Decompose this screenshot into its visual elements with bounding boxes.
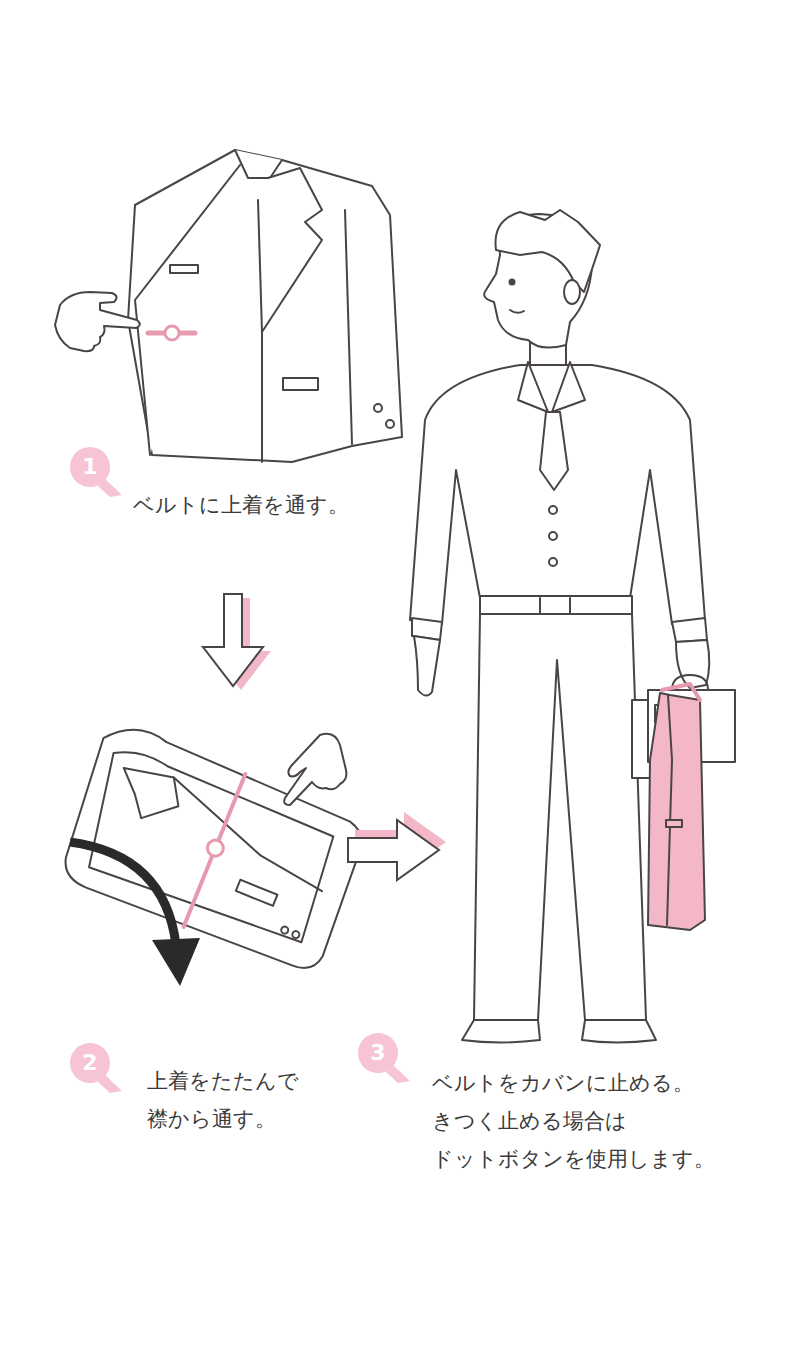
step-circle: 1 [70,447,110,487]
folded-jacket [49,717,376,979]
callout-tail [98,478,410,1093]
fold-arrow [70,842,200,986]
step-caption: ベルトに上着を通す。 [133,486,349,524]
step-number: 3 [370,1042,385,1064]
step-circle: 2 [70,1043,110,1083]
step-number: 1 [82,456,97,478]
flow-arrow [203,594,271,690]
step-caption: ベルトをカバンに止める。きつく止める場合はドットボタンを使用します。 [432,1064,715,1178]
man [410,210,709,1043]
flow-arrow [348,812,446,880]
pointing-hand [284,734,346,805]
step-number: 2 [82,1052,97,1074]
step-caption: 上着をたたんで襟から通す。 [147,1062,299,1138]
step-circle: 3 [358,1033,398,1073]
jacket [128,150,402,462]
pointing-hand [55,292,140,351]
bag [632,675,735,930]
